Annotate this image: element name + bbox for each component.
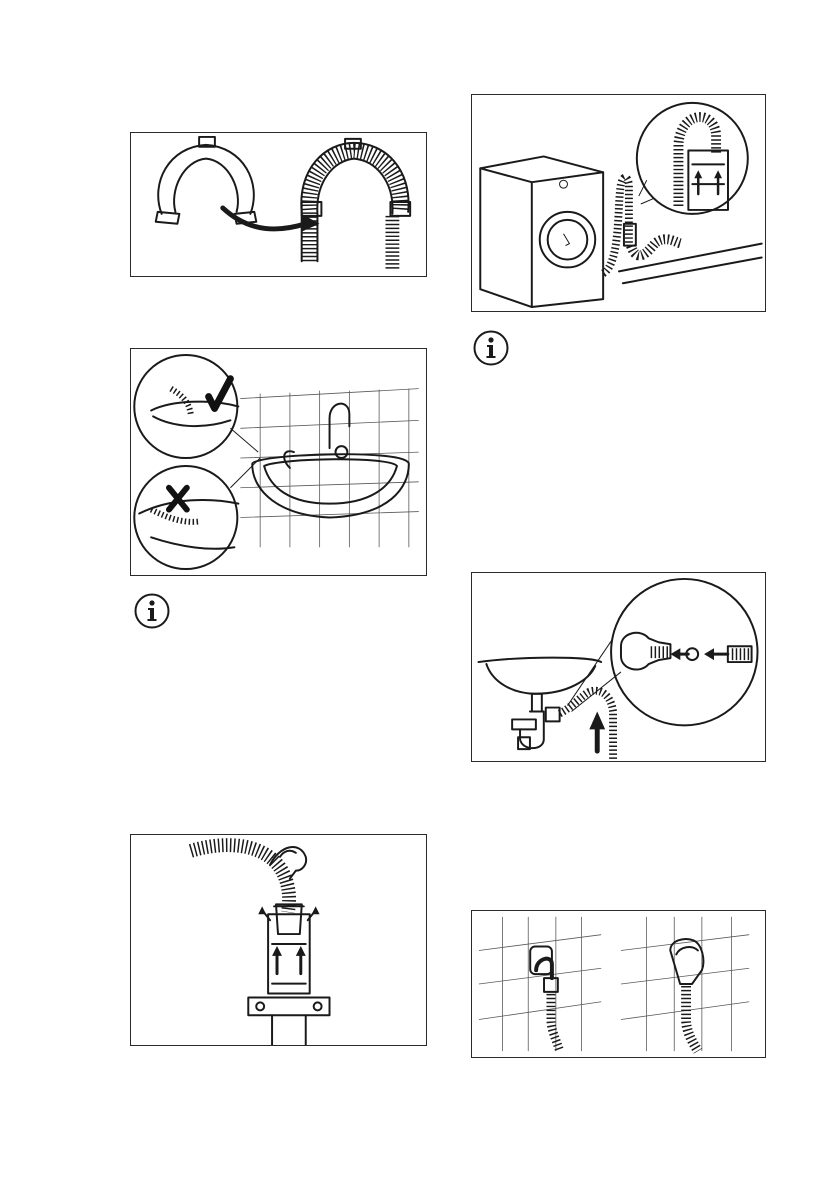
arrow-up-icon [589,712,605,752]
wall-outlet-icon [530,947,558,992]
figure-hose-guide [130,132,427,277]
washbasin-illustration [131,349,426,575]
figure-washing-machine-drain [471,94,766,312]
washbasin-icon [252,451,409,517]
figure-wall-drain [471,910,766,1058]
siphon-icon [512,694,559,749]
sink-icon [478,658,601,694]
detail-circle [637,103,748,214]
figure-sink-trap [471,572,766,762]
hose-icon [560,691,613,761]
hand-icon [270,847,306,879]
standpipe-body [248,904,329,1045]
leader-lines [639,180,655,204]
washing-machine-icon [480,156,603,307]
faucet-icon [330,404,350,458]
standpipe-illustration [131,835,426,1045]
hose-icon [301,139,410,271]
detail-circle-wrong [134,466,238,569]
detail-circle [611,579,757,725]
detail-circle-correct [134,355,238,458]
wall-drain-illustration [472,911,765,1057]
tile-wall [479,917,749,1051]
hose-guide-illustration [131,133,426,276]
info-icon [473,330,509,366]
hose-icon [686,986,698,1051]
sink-trap-illustration [472,573,765,761]
hose-icon [191,845,289,912]
spigot-icon [621,633,752,670]
hose-icon [551,994,560,1051]
info-icon [134,593,170,629]
hose-guide-icon [156,137,257,224]
cross-mark-icon [169,488,187,510]
figure-washbasin [130,348,427,576]
washing-machine-drain-illustration [472,95,765,311]
figure-standpipe [130,834,427,1046]
